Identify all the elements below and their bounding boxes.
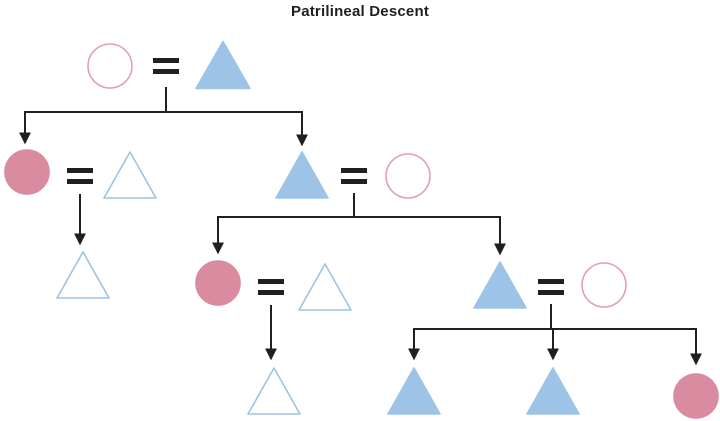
equals-top-bar [258,279,284,284]
gen3-daughters-husband-triangle-outlined [298,263,352,311]
gen2-daughter-circle-filled [4,149,50,195]
gen3-sons-wife-circle-outlined [581,262,627,308]
gen2-son-marriage-equals [341,168,367,184]
equals-bottom-bar [258,290,284,295]
gen1-marriage-equals [153,58,179,74]
descent-arrows [19,112,702,366]
gen4-son2-triangle-filled [526,367,580,415]
gen2-son-triangle-filled [275,151,329,199]
gen2-daughter-marriage-equals [67,168,93,184]
gen3-son-triangle-filled [473,261,527,309]
gen3-daughter-marriage-equals [258,279,284,295]
equals-bottom-bar [538,290,564,295]
gen1-wife-circle-outlined [87,43,133,89]
gen1-husband-triangle-filled [195,40,251,90]
equals-top-bar [153,58,179,63]
gen3-son-marriage-equals [538,279,564,295]
gen2-sons-wife-circle-outlined [385,153,431,199]
equals-bottom-bar [153,69,179,74]
kinship-nodes [4,40,719,419]
gen3-daughters-child-triangle-outlined [247,367,301,415]
gen2-daughters-husband-triangle-outlined [103,151,157,199]
gen2-daughters-child-triangle-outlined [56,251,110,299]
equals-bottom-bar [341,179,367,184]
equals-top-bar [341,168,367,173]
descent-lines [24,87,697,330]
equals-top-bar [538,279,564,284]
chart-title: Patrilineal Descent [290,3,430,20]
equals-top-bar [67,168,93,173]
gen4-son1-triangle-filled [387,367,441,415]
equals-bottom-bar [67,179,93,184]
gen3-daughter-circle-filled [195,260,241,306]
marriage-symbols [67,58,564,295]
gen4-daughter-circle-filled [673,373,719,419]
